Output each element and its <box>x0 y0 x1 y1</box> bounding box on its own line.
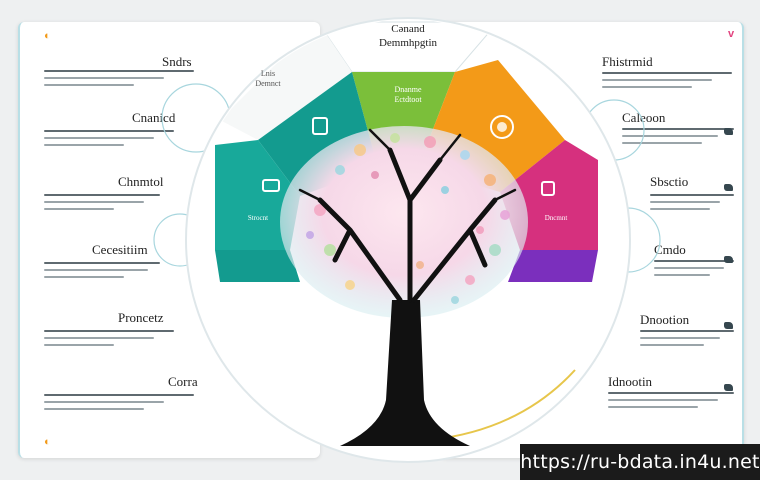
left-label-5: Proncetz <box>118 310 164 325</box>
file-icon <box>541 181 555 196</box>
watermark-url: https://ru-bdata.in4u.net <box>520 444 760 480</box>
orange-logo-icon: ◐ <box>44 436 51 448</box>
segment-sub-green: Ectdtoot <box>394 95 422 104</box>
right-text-3 <box>650 194 734 215</box>
left-text-3 <box>44 194 160 215</box>
tree-leaves <box>306 133 510 304</box>
tree-trunk <box>298 128 517 446</box>
left-label-6: Corra <box>168 374 198 389</box>
segment-label-top-left: Lnis <box>261 69 275 78</box>
segment-label-magenta: Dncmnt <box>545 214 568 222</box>
left-label-2: Cnanicd <box>132 110 176 125</box>
left-text-6 <box>44 394 194 415</box>
wheel-segment-purple[interactable] <box>508 250 598 282</box>
right-label-3: Sbsctio <box>650 174 689 189</box>
right-text-5 <box>640 330 734 351</box>
animal-icon <box>724 128 733 135</box>
diagram-subtitle: Demmhpgtin <box>379 37 438 49</box>
left-text-4 <box>44 262 160 283</box>
target-icon-center <box>497 122 507 132</box>
animal-icon <box>724 184 733 191</box>
segment-sub-top-left: Demnct <box>255 79 281 88</box>
right-text-4 <box>654 260 734 281</box>
orange-logo-icon: ◐ <box>44 30 51 42</box>
right-label-1: Fhistrmid <box>602 54 653 69</box>
animal-icon <box>724 322 733 329</box>
document-icon <box>312 117 328 135</box>
wheel-segment-teal-lower[interactable] <box>215 250 300 282</box>
wheel-segment-teal[interactable] <box>215 140 300 250</box>
right-label-2: Caleoon <box>622 110 666 125</box>
animal-icon <box>724 384 733 391</box>
monitor-icon <box>262 179 280 192</box>
right-text-1 <box>602 72 732 93</box>
segment-label-teal: Strocnt <box>248 214 268 222</box>
wheel-segment-top-left <box>220 22 352 140</box>
right-label-4: Cmdo <box>654 242 686 257</box>
left-text-5 <box>44 330 174 351</box>
tree-crown <box>280 126 528 318</box>
target-icon <box>490 115 514 139</box>
pink-v-icon: v <box>728 28 735 40</box>
right-label-5: Dnootion <box>640 312 690 327</box>
left-label-4: Cecesitiim <box>92 242 148 257</box>
wheel-outline <box>185 17 631 463</box>
left-label-1: Sndrs <box>162 54 192 69</box>
right-label-6: Idnootin <box>608 374 653 389</box>
left-text-2 <box>44 130 174 151</box>
left-text-1 <box>44 70 194 91</box>
left-label-3: Chnmtol <box>118 174 164 189</box>
right-text-6 <box>608 392 734 413</box>
right-text-2 <box>622 128 734 149</box>
diagram-title: Cənand <box>391 23 425 35</box>
animal-icon <box>724 256 733 263</box>
segment-label-green: Dnanme <box>394 85 422 94</box>
